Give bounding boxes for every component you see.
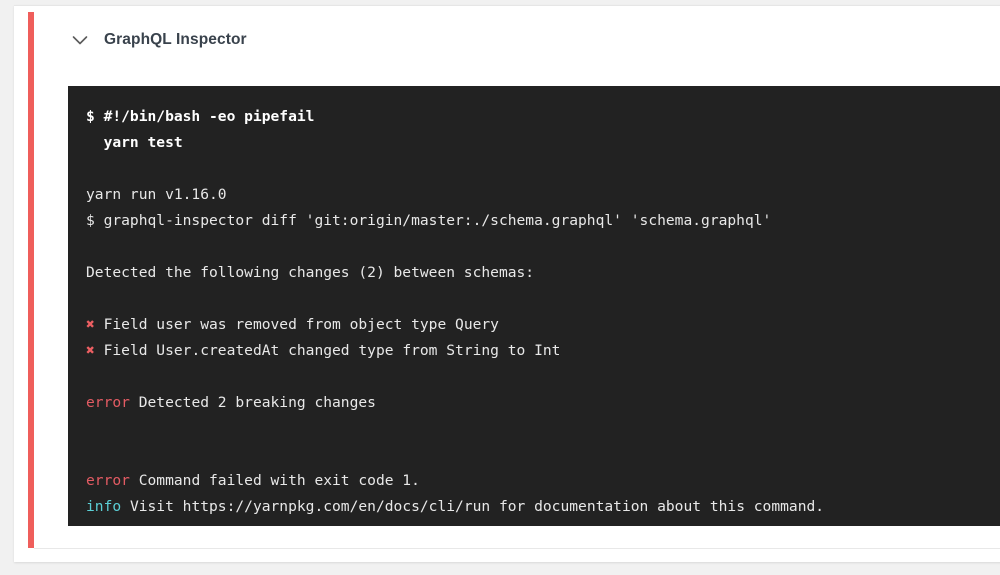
log-line-text: Field User.createdAt changed type from S… (94, 342, 561, 359)
log-line-text: Detected the following changes (2) betwe… (86, 264, 535, 281)
log-line (86, 234, 1000, 260)
log-line (86, 156, 1000, 182)
log-line: Exited with code 1 (86, 520, 1000, 526)
log-line-text: Command failed with exit code 1. (129, 472, 420, 489)
log-line (86, 364, 1000, 390)
log-output-panel[interactable]: $ #!/bin/bash -eo pipefail yarn test yar… (68, 86, 1000, 526)
log-line: error Command failed with exit code 1. (86, 468, 1000, 494)
log-level-tag: info (86, 498, 122, 515)
log-line: info Visit https://yarnpkg.com/en/docs/c… (86, 494, 1000, 520)
log-line: ✖ Field User.createdAt changed type from… (86, 338, 1000, 364)
log-line-text: yarn test (86, 134, 183, 151)
chevron-down-icon[interactable] (69, 29, 91, 51)
log-level-tag: error (86, 472, 130, 489)
log-line: yarn run v1.16.0 (86, 182, 1000, 208)
card-footer (34, 549, 1000, 562)
log-line: error Detected 2 breaking changes (86, 390, 1000, 416)
page-title: GraphQL Inspector (104, 30, 247, 48)
log-line-text: Exited with code 1 (86, 524, 244, 526)
build-step-header[interactable]: GraphQL Inspector (34, 11, 1000, 68)
card-divider (34, 548, 1000, 549)
log-line-text: yarn run v1.16.0 (86, 186, 227, 203)
build-step-card: GraphQL Inspector $ #!/bin/bash -eo pipe… (14, 5, 1000, 562)
breaking-change-icon: ✖ (86, 342, 95, 359)
log-lines: $ #!/bin/bash -eo pipefail yarn test yar… (86, 104, 1000, 526)
log-line: $ #!/bin/bash -eo pipefail (86, 104, 1000, 130)
log-line: $ graphql-inspector diff 'git:origin/mas… (86, 208, 1000, 234)
status-accent-bar (28, 12, 34, 548)
log-line-text: $ #!/bin/bash -eo pipefail (86, 108, 315, 125)
log-line: yarn test (86, 130, 1000, 156)
log-line-text: Visit https://yarnpkg.com/en/docs/cli/ru… (121, 498, 825, 515)
log-line-text: $ graphql-inspector diff 'git:origin/mas… (86, 212, 772, 229)
log-line (86, 442, 1000, 468)
breaking-change-icon: ✖ (86, 316, 95, 333)
log-line (86, 286, 1000, 312)
log-line-text: Detected 2 breaking changes (129, 394, 376, 411)
log-line (86, 416, 1000, 442)
log-line-text: Field user was removed from object type … (94, 316, 499, 333)
log-line: Detected the following changes (2) betwe… (86, 260, 1000, 286)
log-line: ✖ Field user was removed from object typ… (86, 312, 1000, 338)
log-level-tag: error (86, 394, 130, 411)
